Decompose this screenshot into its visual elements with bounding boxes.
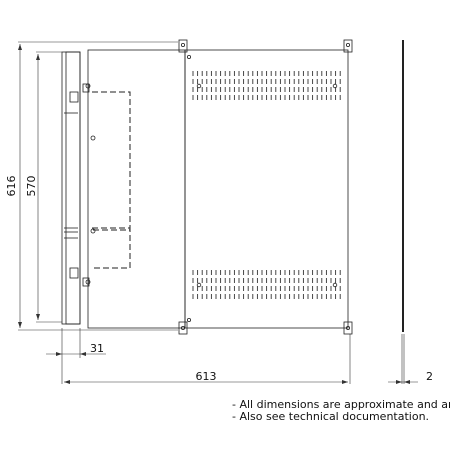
note-technical-documentation: - Also see technical documentation. (232, 410, 429, 423)
label-31: 31 (90, 342, 104, 355)
label-613: 613 (196, 370, 217, 383)
dimension-flange-depth: 31 (46, 328, 106, 384)
dimension-side-thickness: 2 (388, 334, 433, 384)
heatsink-section (178, 39, 353, 335)
front-panel (61, 51, 81, 325)
note-approximate-dimensions: - All dimensions are approximate and are… (232, 398, 450, 411)
dimension-width-overall: 613 (64, 334, 351, 384)
ventilation-slots (192, 71, 341, 299)
label-570: 570 (25, 176, 38, 197)
dimension-height-overall: 616 (5, 41, 178, 331)
label-616: 616 (5, 176, 18, 197)
notes: - All dimensions are approximate and are… (232, 398, 450, 423)
enclosure-body (82, 49, 186, 329)
dimension-height-inner: 570 (25, 51, 62, 323)
side-view-plate (402, 40, 404, 332)
label-2: 2 (426, 370, 433, 383)
